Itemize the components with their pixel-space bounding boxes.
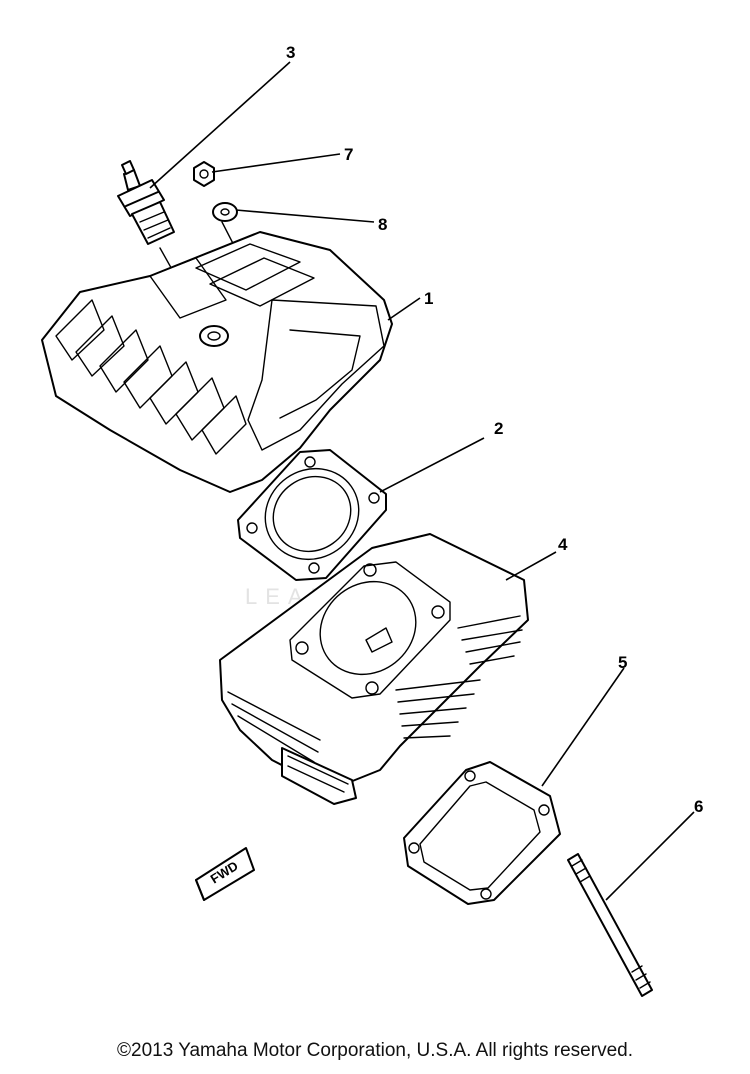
copyright-notice: ©2013 Yamaha Motor Corporation, U.S.A. A… bbox=[117, 1040, 633, 1061]
cylinder-part bbox=[219, 533, 529, 805]
base-gasket-part bbox=[403, 761, 561, 905]
callout-8: 8 bbox=[378, 215, 387, 234]
nut-part bbox=[193, 161, 215, 187]
leader-lines bbox=[149, 61, 695, 901]
stud-bolt-part bbox=[567, 853, 653, 997]
forward-direction-marker: FWD bbox=[195, 847, 255, 901]
head-gasket-part bbox=[237, 449, 387, 581]
washer-part bbox=[212, 202, 238, 222]
callout-1: 1 bbox=[424, 289, 433, 308]
callout-7: 7 bbox=[344, 145, 353, 164]
callout-3: 3 bbox=[286, 43, 295, 62]
cylinder-head-part bbox=[41, 231, 393, 493]
callout-5: 5 bbox=[618, 653, 627, 672]
callout-2: 2 bbox=[494, 419, 503, 438]
callout-6: 6 bbox=[694, 797, 703, 816]
spark-plug-part bbox=[117, 160, 175, 245]
callout-4: 4 bbox=[558, 535, 568, 554]
